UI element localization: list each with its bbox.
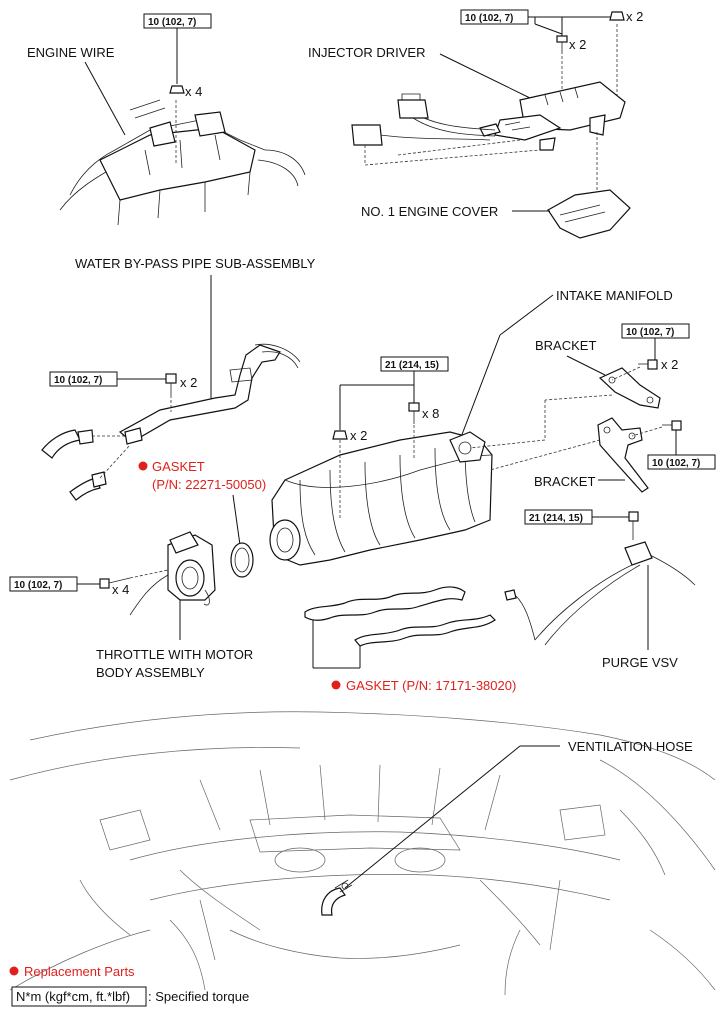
torque-box-bracket-bottom: 10 (102, 7) <box>647 454 716 470</box>
water-bypass-pipe-part <box>118 343 301 445</box>
torque-box-purge: 21 (214, 15) <box>524 509 593 525</box>
manifold-nut-qty: x 2 <box>350 428 367 443</box>
bolt-icon <box>662 420 682 431</box>
nut-icon <box>609 11 625 21</box>
throttle-bolt-qty: x 4 <box>112 582 129 597</box>
manifold-gasket-part <box>304 586 496 647</box>
torque-box-manifold: 21 (214, 15) <box>380 356 449 372</box>
throttle-body-part <box>129 531 216 616</box>
bolt-icon <box>556 35 568 54</box>
svg-text:10 (102, 7): 10 (102, 7) <box>54 375 102 386</box>
replacement-marker-icon <box>138 461 148 471</box>
legend-replacement: Replacement Parts <box>24 964 135 979</box>
bracket-top-part <box>598 367 661 409</box>
svg-text:N*m (kgf*cm, ft.*lbf): N*m (kgf*cm, ft.*lbf) <box>16 989 130 1004</box>
hose-part <box>41 429 107 501</box>
throttle-label-line2: BODY ASSEMBLY <box>96 665 205 680</box>
bracket-bottom-part <box>597 417 649 493</box>
torque-box-bracket-top: 10 (102, 7) <box>621 323 690 339</box>
injector-bolt-qty: x 2 <box>569 37 586 52</box>
bracket-bottom-label: BRACKET <box>534 474 595 489</box>
ventilation-hose-part <box>321 879 353 916</box>
manifold-bolt-qty: x 8 <box>422 406 439 421</box>
torque-box-water-bypass: 10 (102, 7) <box>49 371 118 387</box>
nut-icon <box>169 85 185 94</box>
svg-text:21 (214, 15): 21 (214, 15) <box>529 513 583 524</box>
engine-bay-illustration <box>9 711 716 996</box>
legend-torque-desc: : Specified torque <box>148 989 249 1004</box>
bolt-icon <box>99 577 131 589</box>
intake-manifold-part <box>269 431 493 566</box>
svg-text:10 (102, 7): 10 (102, 7) <box>626 327 674 338</box>
svg-text:10 (102, 7): 10 (102, 7) <box>465 13 513 24</box>
svg-text:10 (102, 7): 10 (102, 7) <box>14 580 62 591</box>
bracket-bolt-qty: x 2 <box>661 357 678 372</box>
replacement-marker-icon <box>331 680 341 690</box>
torque-box-engine-wire: 10 (102, 7) <box>143 13 212 29</box>
nut-icon <box>332 430 348 440</box>
torque-box-injector: 10 (102, 7) <box>460 9 529 25</box>
throttle-gasket-part <box>230 542 254 578</box>
purge-vsv-part <box>504 541 696 646</box>
gasket-throttle-pn: (P/N: 22271-50050) <box>152 477 266 492</box>
injector-nut-qty: x 2 <box>626 9 643 24</box>
svg-text:10 (102, 7): 10 (102, 7) <box>652 458 700 469</box>
gasket-manifold-label: GASKET (P/N: 17171-38020) <box>346 678 516 693</box>
gasket-throttle-label: GASKET <box>152 459 205 474</box>
engine-cover-label: NO. 1 ENGINE COVER <box>361 204 498 219</box>
replacement-marker-icon <box>9 966 19 976</box>
throttle-label-line1: THROTTLE WITH MOTOR <box>96 647 253 662</box>
bolt-icon <box>408 402 420 424</box>
engine-wire-part <box>59 99 306 226</box>
legend-torque-box: N*m (kgf*cm, ft.*lbf) <box>11 986 147 1007</box>
bolt-icon <box>165 373 177 395</box>
engine-wire-qty: x 4 <box>185 84 202 99</box>
injector-driver-part <box>479 81 626 151</box>
svg-text:21 (214, 15): 21 (214, 15) <box>385 360 439 371</box>
ventilation-hose-label: VENTILATION HOSE <box>568 739 693 754</box>
water-bypass-qty: x 2 <box>180 375 197 390</box>
bolt-icon <box>628 511 639 540</box>
purge-vsv-label: PURGE VSV <box>602 655 678 670</box>
engine-cover-part <box>547 189 631 239</box>
intake-manifold-label: INTAKE MANIFOLD <box>556 288 673 303</box>
injector-harness <box>351 93 496 146</box>
water-bypass-label: WATER BY-PASS PIPE SUB-ASSEMBLY <box>75 256 316 271</box>
engine-wire-label: ENGINE WIRE <box>27 45 115 60</box>
torque-box-throttle: 10 (102, 7) <box>9 576 78 592</box>
svg-text:10 (102, 7): 10 (102, 7) <box>148 17 196 28</box>
bolt-icon <box>638 359 658 370</box>
bracket-top-label: BRACKET <box>535 338 596 353</box>
injector-driver-label: INJECTOR DRIVER <box>308 45 426 60</box>
